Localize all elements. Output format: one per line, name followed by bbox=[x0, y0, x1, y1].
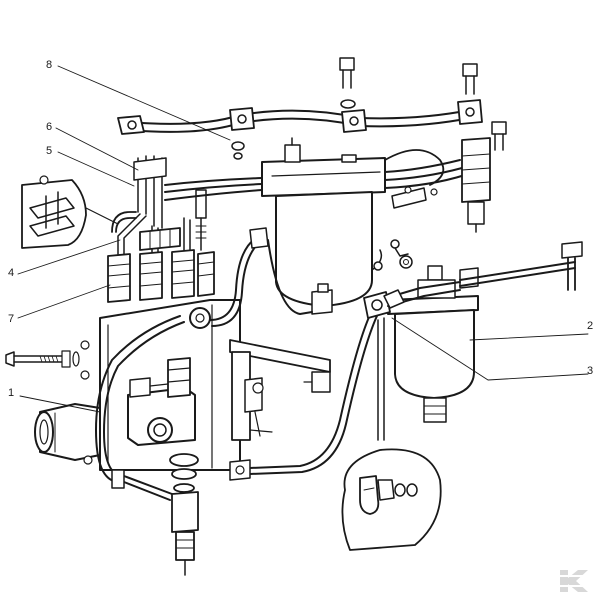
callout-3: 3 bbox=[587, 365, 593, 377]
callout-7: 7 bbox=[8, 313, 14, 325]
callout-4: 4 bbox=[8, 267, 14, 279]
callout-1: 1 bbox=[8, 387, 14, 399]
callout-numbers: 1 2 3 4 5 6 7 8 bbox=[8, 59, 593, 399]
detail-inset-clip bbox=[341, 317, 442, 551]
priming-pump bbox=[169, 453, 199, 576]
long-bolt bbox=[5, 350, 80, 368]
detail-inset-clamp bbox=[21, 175, 119, 249]
callout-5: 5 bbox=[46, 145, 52, 157]
callout-2: 2 bbox=[587, 320, 593, 332]
callout-6: 6 bbox=[46, 121, 52, 133]
injection-pump bbox=[34, 299, 331, 471]
right-bracket bbox=[383, 247, 409, 309]
injection-pipes bbox=[117, 57, 507, 233]
delivery-valve-holders bbox=[107, 155, 215, 303]
callout-8: 8 bbox=[46, 59, 52, 71]
filter-assembly-main bbox=[261, 137, 413, 315]
callout-leaders bbox=[17, 65, 589, 413]
fuel-filter-bowl bbox=[387, 241, 583, 423]
brand-logo bbox=[556, 570, 588, 592]
